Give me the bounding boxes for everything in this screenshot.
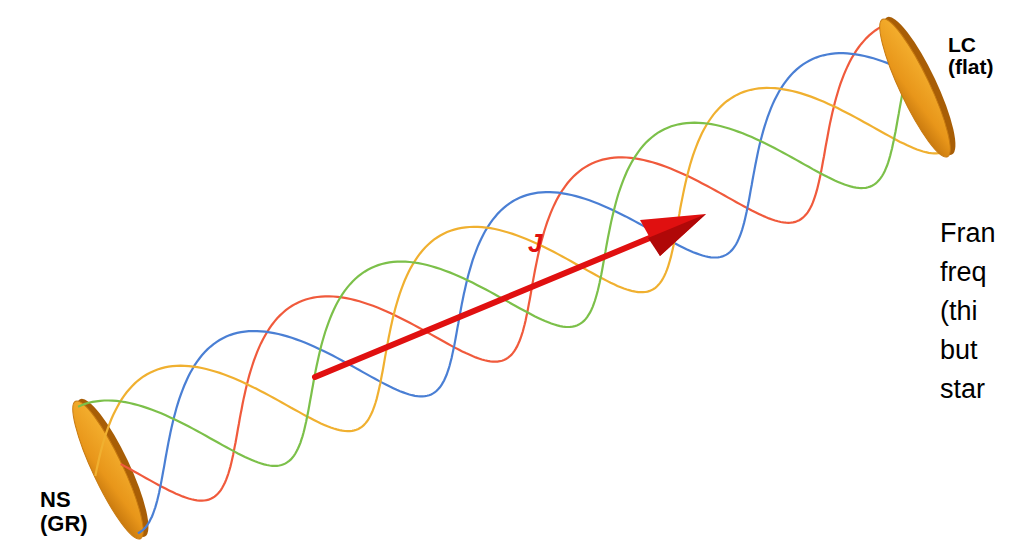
vector-label: J [528, 228, 542, 259]
field-line [121, 25, 885, 501]
disk-label: NS (GR) [40, 488, 92, 536]
angular-momentum-arrow [315, 214, 706, 377]
disk-label: LC (flat) [948, 34, 1018, 78]
twisted-field-lines [78, 25, 945, 534]
field-line [95, 88, 945, 476]
disk-face [869, 13, 961, 163]
note-text: Fran freq (thi but star [940, 214, 1020, 409]
light-cylinder-disk [869, 10, 967, 163]
field-line [78, 94, 902, 466]
